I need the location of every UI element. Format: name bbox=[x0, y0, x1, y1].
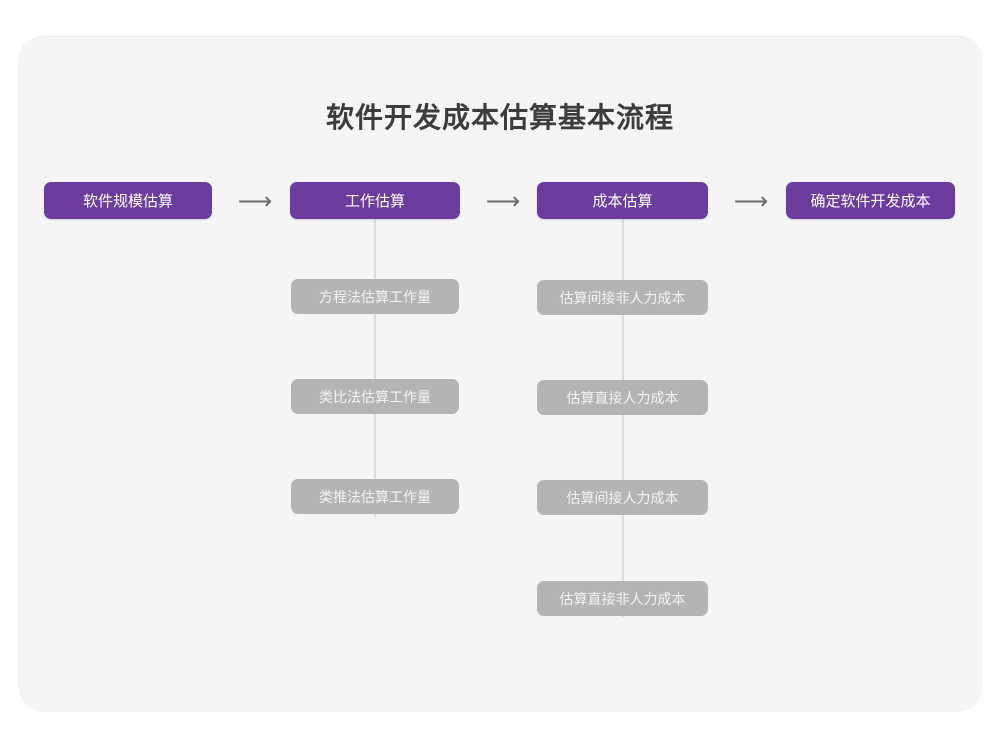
connector-line-stage-2 bbox=[374, 219, 376, 517]
diagram-card bbox=[18, 35, 983, 712]
arrow-icon-stage-3-to-4: ⟶ bbox=[733, 187, 769, 215]
substep-node-analogy-method-effort[interactable]: 类比法估算工作量 bbox=[291, 379, 459, 414]
stage-node-cost-estimation[interactable]: 成本估算 bbox=[537, 182, 708, 219]
substep-node-indirect-nonlabor-cost[interactable]: 估算间接非人力成本 bbox=[537, 280, 708, 315]
substep-node-direct-nonlabor-cost[interactable]: 估算直接非人力成本 bbox=[537, 581, 708, 616]
arrow-icon-stage-1-to-2: ⟶ bbox=[237, 187, 273, 215]
arrow-icon-stage-2-to-3: ⟶ bbox=[485, 187, 521, 215]
connector-line-stage-3 bbox=[622, 219, 624, 617]
stage-node-determine-development-cost[interactable]: 确定软件开发成本 bbox=[786, 182, 955, 219]
stage-node-software-scale-estimation[interactable]: 软件规模估算 bbox=[44, 182, 212, 219]
substep-node-direct-labor-cost[interactable]: 估算直接人力成本 bbox=[537, 380, 708, 415]
page-title: 软件开发成本估算基本流程 bbox=[325, 102, 674, 133]
substep-node-equation-method-effort[interactable]: 方程法估算工作量 bbox=[291, 279, 459, 314]
stage-node-work-estimation[interactable]: 工作估算 bbox=[290, 182, 460, 219]
substep-node-indirect-labor-cost[interactable]: 估算间接人力成本 bbox=[537, 480, 708, 515]
substep-node-inference-method-effort[interactable]: 类推法估算工作量 bbox=[291, 479, 459, 514]
